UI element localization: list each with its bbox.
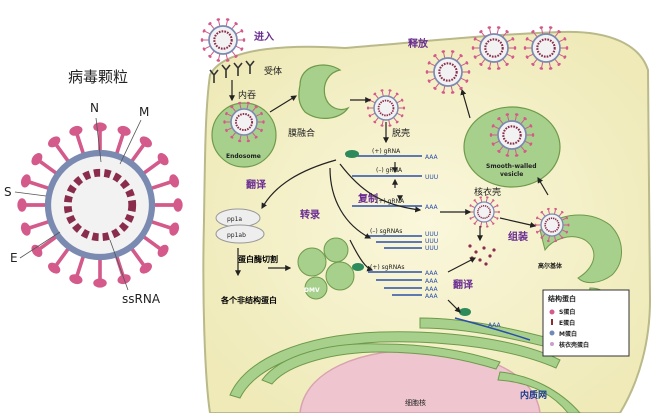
- dot-3: [482, 246, 486, 250]
- translate-label-1: 翻译: [246, 178, 267, 191]
- small-virion-4: [425, 50, 471, 94]
- legend-e: E蛋白: [559, 319, 575, 327]
- legend-m: M蛋白: [559, 330, 577, 338]
- dot-5: [478, 258, 482, 262]
- legend-title: 结构蛋白: [547, 294, 576, 303]
- replicate-label: 复制: [357, 192, 378, 205]
- virion-main: [17, 122, 183, 288]
- process-arrows: [229, 80, 549, 313]
- dot-1: [468, 244, 472, 248]
- nucleus-label: 细胞核: [405, 398, 426, 407]
- grna-plus-1: (+) gRNA: [372, 148, 401, 155]
- polyprotein-clouds: [215, 208, 265, 244]
- vesicle-label-2: vesicle: [500, 171, 523, 178]
- receptor-label: 受体: [264, 65, 282, 77]
- small-virion-9: [534, 207, 570, 243]
- legend: 结构蛋白 S蛋白 E蛋白 M蛋白 核衣壳蛋白: [542, 289, 630, 357]
- virion-label-m: M: [139, 105, 149, 119]
- virion-title: 病毒颗粒: [68, 68, 128, 86]
- cleavage-label: 蛋白酶切割: [238, 254, 278, 264]
- assemble-label: 组装: [508, 230, 528, 243]
- small-virion-8: [468, 196, 500, 228]
- uuu-1: UUU: [425, 174, 438, 181]
- pointer-m: [119, 119, 142, 165]
- grna-minus: (–) gRNA: [376, 167, 403, 174]
- golgi-label: 高尔基体: [538, 262, 563, 270]
- release-label: 释放: [408, 37, 429, 50]
- pointer-ssrna: [109, 239, 129, 291]
- endosome-label: Endosome: [226, 153, 261, 160]
- pp1ab-label: pp1ab: [227, 232, 246, 239]
- virion-label-s: S: [4, 185, 12, 199]
- ribosomes: [345, 150, 471, 316]
- endocytosis-label: 内吞: [238, 89, 256, 101]
- pointer-s: [14, 191, 47, 197]
- pp1a-label: pp1a: [227, 216, 242, 223]
- rna-strands: [346, 155, 422, 296]
- uuu-4: UUU: [425, 245, 438, 252]
- translate-label-2: 翻译: [453, 278, 474, 291]
- uuu-2: UUU: [425, 231, 438, 238]
- uuu-3: UUU: [425, 238, 438, 245]
- dot-7: [484, 262, 488, 266]
- small-virion-1: [200, 18, 246, 62]
- grna-plus-2: (+) gRNA: [376, 198, 405, 205]
- small-virion-2: [223, 101, 265, 143]
- sgrna-plus: (+) sgRNAs: [370, 264, 404, 271]
- sgrna-minus: (–) sgRNAs: [370, 228, 402, 235]
- legend-n: 核衣壳蛋白: [559, 341, 589, 349]
- virion-label-n: N: [90, 101, 99, 115]
- nucleocapsid-dots: [468, 244, 496, 266]
- aaa-4: AAA: [425, 278, 439, 285]
- virion-label-ssrna: ssRNA: [122, 292, 161, 306]
- er-label: 内质网: [520, 389, 547, 401]
- membrane-fusion-vesicle: [298, 64, 350, 119]
- aaa-3: AAA: [425, 270, 439, 277]
- nonstructural-label: 各个非结构蛋白: [220, 295, 277, 305]
- dot-2: [474, 250, 478, 254]
- dot-8: [492, 248, 496, 252]
- dot-4: [488, 254, 492, 258]
- aaa-2: AAA: [425, 204, 439, 211]
- dmv-cluster: [297, 237, 355, 300]
- entry-label: 进入: [254, 30, 274, 43]
- aaa-6: AAA: [425, 293, 439, 300]
- aaa-5: AAA: [425, 286, 439, 293]
- receptors: [209, 60, 255, 83]
- transcribe-label: 转录: [300, 208, 320, 221]
- membrane-fusion-label: 膜融合: [288, 127, 315, 139]
- small-virions: [200, 18, 570, 243]
- aaa-1: AAA: [425, 154, 439, 161]
- dmv-label: DMV: [304, 287, 320, 294]
- uncoating-label: 脱壳: [392, 127, 410, 139]
- pointer-e: [19, 231, 61, 259]
- vesicle-label-1: Smooth-walled: [486, 163, 537, 170]
- small-virion-6: [523, 26, 569, 70]
- virion-particle: [17, 122, 183, 288]
- legend-s: S蛋白: [559, 308, 575, 316]
- small-virion-3: [366, 89, 406, 127]
- er-translation-chain: [454, 317, 531, 341]
- small-virion-5: [471, 26, 517, 70]
- small-virion-7: [489, 113, 535, 157]
- virion-label-e: E: [10, 251, 18, 265]
- pointer-n: [95, 117, 102, 163]
- capsid-label: 核衣壳: [474, 186, 501, 198]
- aaa-er: AAA: [488, 322, 502, 329]
